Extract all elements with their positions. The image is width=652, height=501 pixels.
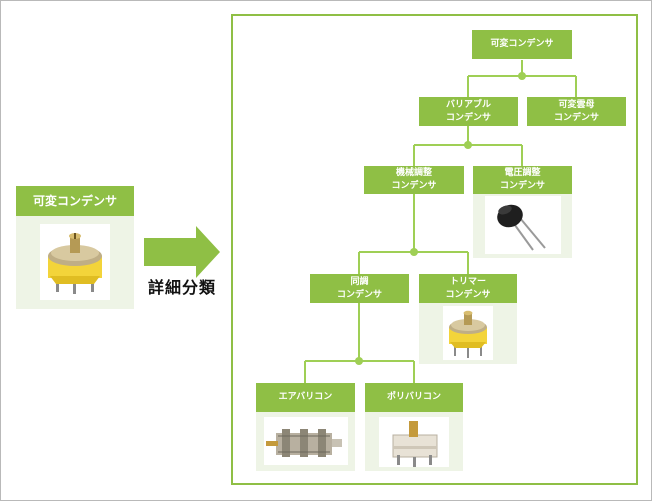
poly-variable-card: ポリバリコン bbox=[365, 383, 463, 471]
classification-panel bbox=[231, 14, 638, 485]
node-tuning-capacitor: 同調 コンデンサ bbox=[310, 274, 409, 303]
node-poly-variable-capacitor: ポリバリコン bbox=[365, 383, 463, 412]
air-variable-card: エアバリコン bbox=[256, 383, 355, 471]
arrow-label: 詳細分類 bbox=[148, 278, 217, 297]
source-card-title: 可変コンデンサ bbox=[16, 186, 134, 216]
voltage-adjust-card: 電圧調整 コンデンサ bbox=[473, 166, 572, 258]
node-root: 可変コンデンサ bbox=[472, 30, 572, 59]
poly-variable-capacitor-image bbox=[379, 417, 449, 467]
trimmer-capacitor-image bbox=[40, 224, 110, 300]
node-variable-mica-capacitor: 可変雲母 コンデンサ bbox=[527, 97, 626, 126]
node-trimmer-capacitor: トリマー コンデンサ bbox=[419, 274, 517, 303]
node-air-variable-capacitor: エアバリコン bbox=[256, 383, 355, 412]
trimmer-capacitor-small-image bbox=[443, 306, 493, 360]
trimmer-card: トリマー コンデンサ bbox=[419, 274, 517, 364]
node-mechanical-adjust-capacitor: 機械調整 コンデンサ bbox=[364, 166, 464, 194]
node-voltage-adjust-capacitor: 電圧調整 コンデンサ bbox=[473, 166, 572, 194]
varactor-diode-image bbox=[485, 196, 561, 254]
source-card: 可変コンデンサ bbox=[16, 186, 134, 309]
node-variable-capacitor: バリアブル コンデンサ bbox=[419, 97, 518, 126]
air-variable-capacitor-image bbox=[264, 417, 348, 465]
